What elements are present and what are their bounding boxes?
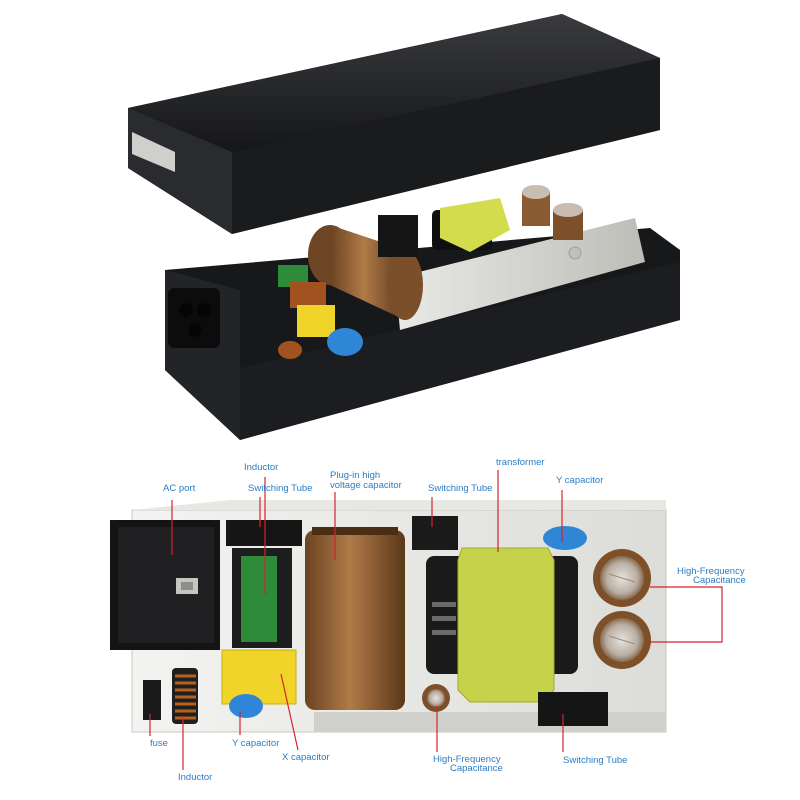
label-hf-cap-bottom-1: High-Frequency — [433, 754, 501, 765]
ac-port — [110, 520, 220, 650]
x-capacitor-3d — [297, 305, 335, 337]
exploded-adapter-view — [128, 14, 680, 440]
x-capacitor — [221, 649, 297, 705]
label-plugin-cap-2: voltage capacitor — [330, 480, 402, 491]
label-hf-cap-bottom-2: Capacitance — [450, 763, 503, 774]
leader-lines — [149, 470, 723, 770]
green-inductor — [232, 548, 292, 648]
label-switching-tube-mid: Switching Tube — [428, 483, 492, 494]
label-switching-tube-left: Switching Tube — [248, 483, 312, 494]
label-inductor-bottom: Inductor — [178, 772, 212, 783]
switching-tube-mid — [412, 516, 458, 550]
label-hf-cap-right-1: High-Frequency — [677, 566, 745, 577]
switching-tube-left — [226, 520, 302, 546]
hf-capacitor-small — [422, 684, 450, 712]
label-x-capacitor: X capacitor — [282, 752, 330, 763]
component-labels: AC port Inductor Switching Tube Plug-in … — [150, 457, 746, 783]
label-hf-cap-right-2: Capacitance — [693, 575, 746, 586]
bulk-capacitor — [305, 527, 405, 710]
label-y-capacitor-top: Y capacitor — [556, 475, 603, 486]
inductor-coil — [172, 668, 198, 724]
top-lid — [128, 14, 660, 234]
label-y-capacitor-bottom: Y capacitor — [232, 738, 279, 749]
label-switching-tube-bottom: Switching Tube — [563, 755, 627, 766]
hf-capacitors-3d — [522, 185, 583, 240]
y-capacitor-top — [543, 526, 587, 550]
transformer-3d — [432, 198, 510, 252]
label-transformer: transformer — [496, 457, 545, 468]
base-housing — [165, 185, 680, 440]
heatsink-3d — [395, 218, 645, 330]
switching-tube-bottom — [538, 692, 608, 726]
transformer — [426, 547, 578, 703]
label-fuse: fuse — [150, 738, 168, 749]
inductor-3d — [278, 265, 326, 308]
y-capacitor-bottom — [229, 694, 263, 718]
ac-inlet-3d — [168, 288, 220, 348]
hf-capacitors-right — [593, 549, 651, 669]
label-plugin-cap-1: Plug-in high — [330, 470, 380, 481]
board-top-view — [110, 500, 667, 733]
fuse — [143, 680, 161, 720]
y-capacitor-3d — [327, 328, 363, 356]
label-inductor-top: Inductor — [244, 462, 278, 473]
label-ac-port: AC port — [163, 483, 196, 494]
